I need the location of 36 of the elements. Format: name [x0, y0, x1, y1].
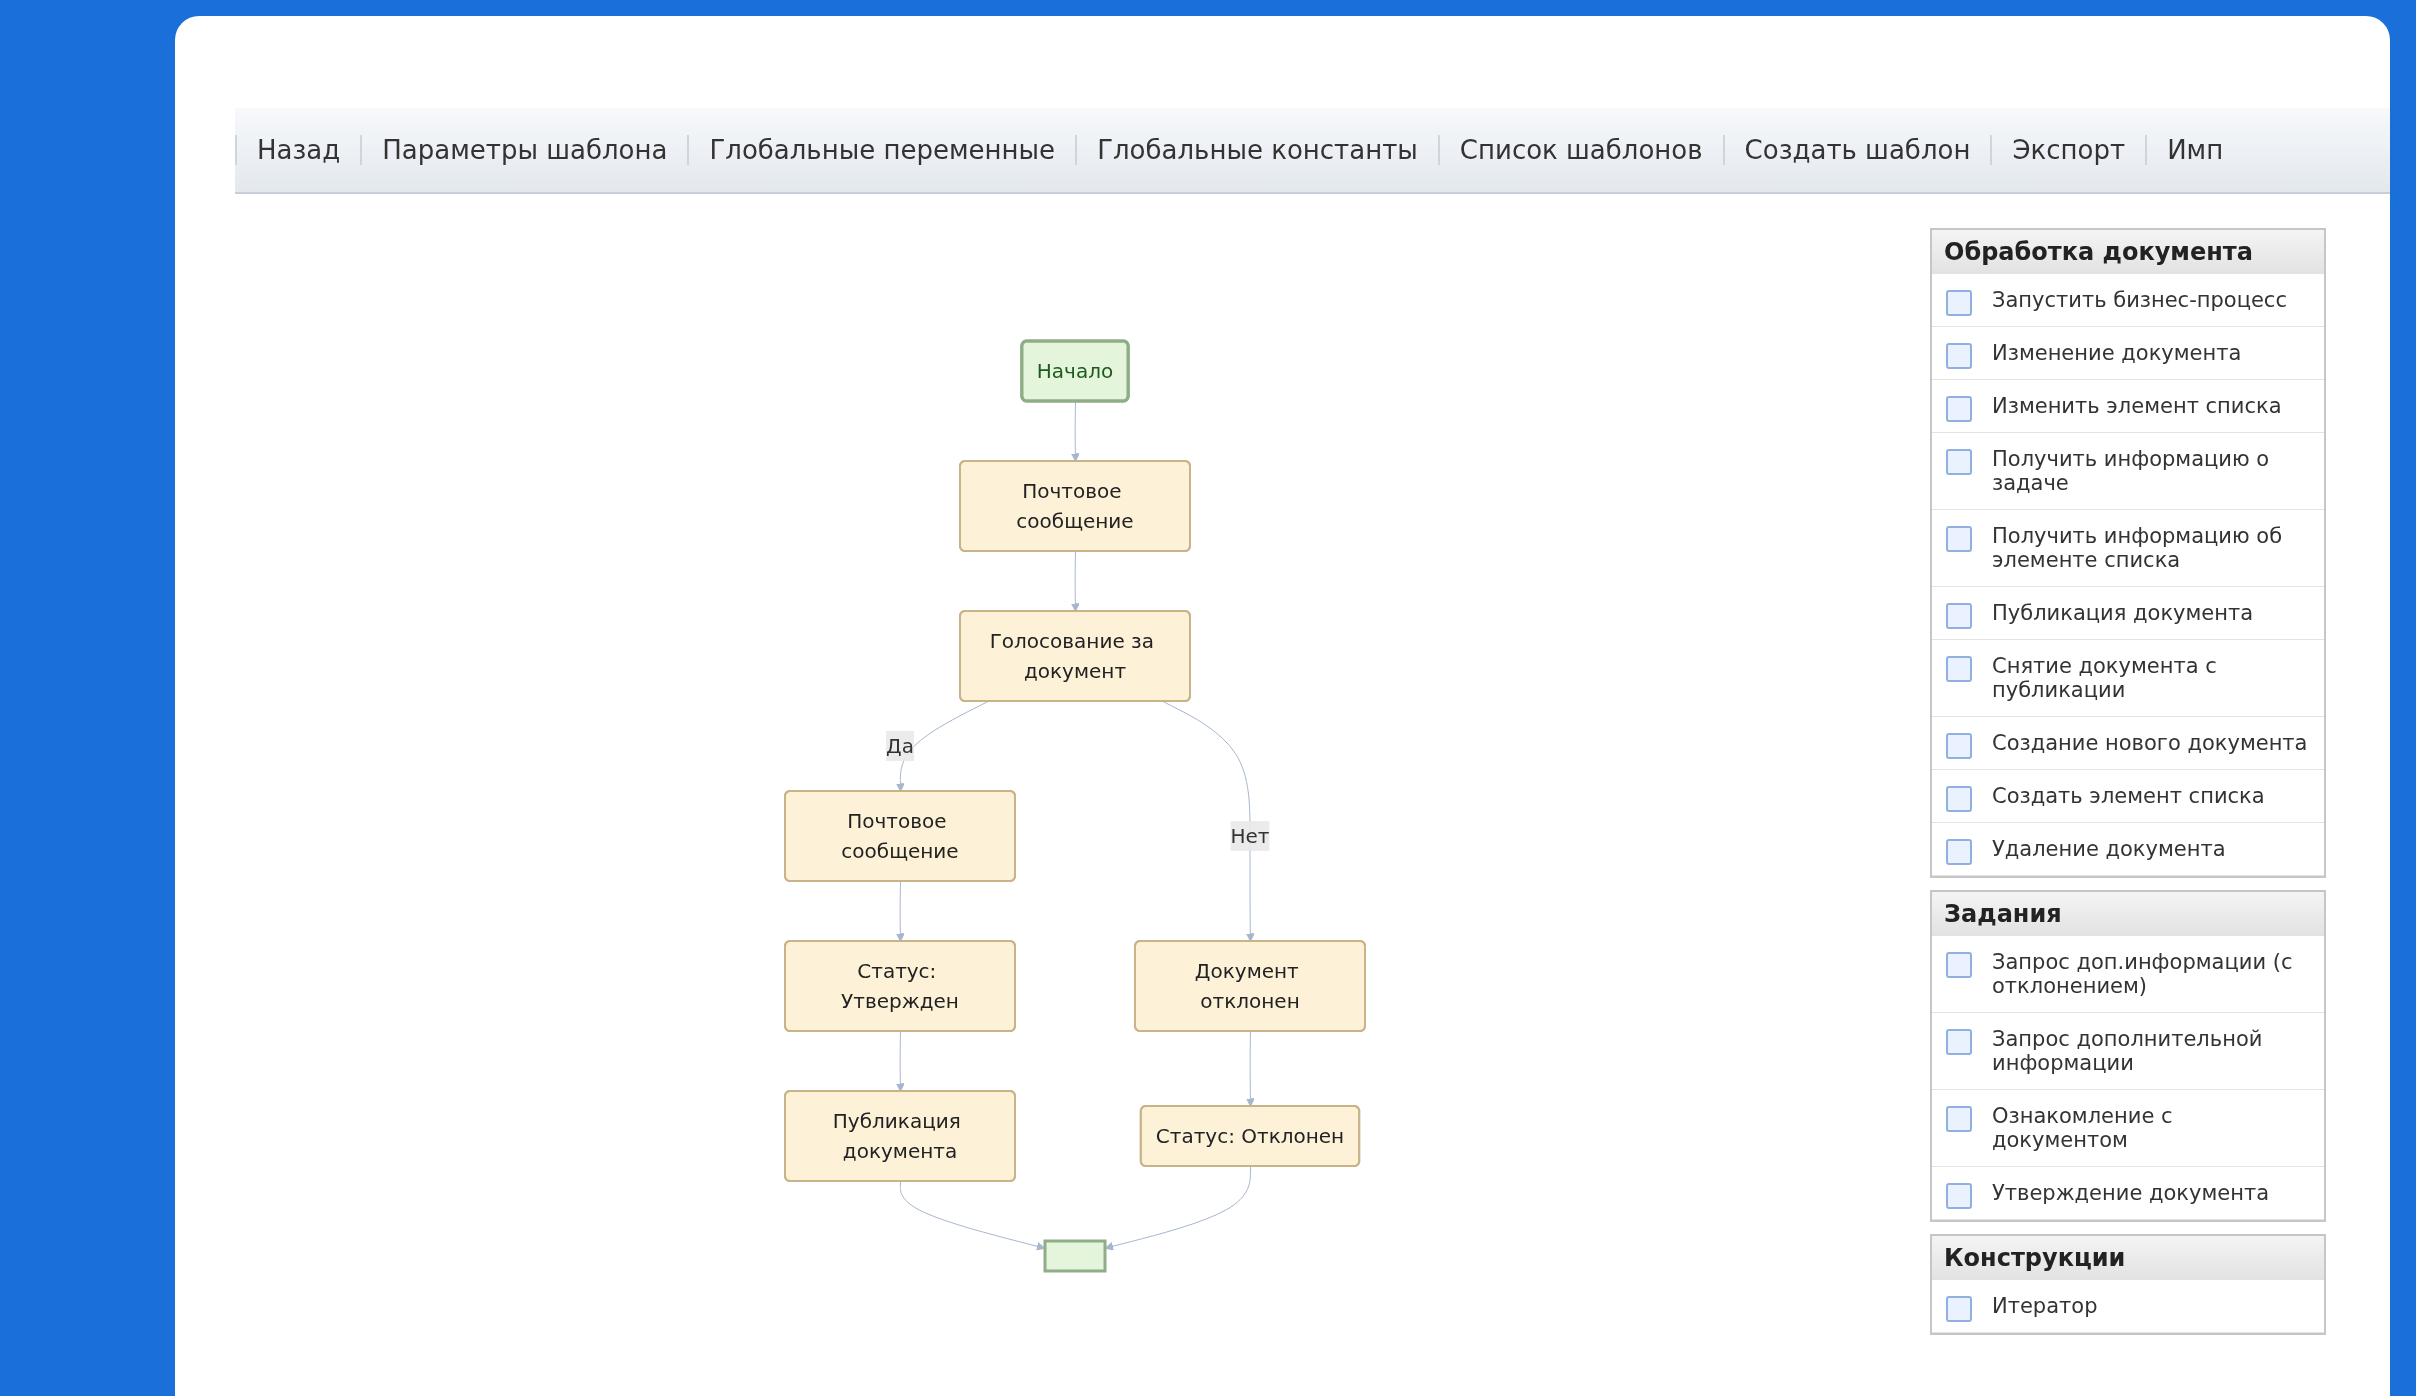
- palette-item-text: Публикация документа: [1992, 601, 2254, 625]
- toolbar-item: Экспорт: [1990, 135, 2146, 165]
- palette-item-text: Ознакомление с документом: [1992, 1104, 2173, 1152]
- palette-item-text: Итератор: [1992, 1294, 2098, 1318]
- node-box: [1043, 1239, 1107, 1273]
- arrow: [899, 1181, 1046, 1251]
- arrow: [1162, 701, 1255, 942]
- toolbar-item: Глобальные константы: [1075, 135, 1438, 165]
- palette-item-text: Получить информацию о задаче: [1992, 447, 2270, 495]
- toolbar-item: Назад: [235, 135, 361, 165]
- arrow: [1070, 551, 1080, 612]
- palette-item-text: Запустить бизнес-процесс: [1992, 288, 2287, 312]
- arrow: [895, 881, 905, 942]
- edge-label: Да: [886, 734, 914, 758]
- toolbar-item: Параметры шаблона: [360, 135, 688, 165]
- toolbar-item: Список шаблонов: [1437, 135, 1723, 165]
- palette-item-text: Создание нового документа: [1992, 731, 2308, 755]
- arrow: [1246, 1031, 1255, 1107]
- palette-item-text: Создать элемент списка: [1992, 784, 2265, 808]
- toolbar-item: Глобальные переменные: [687, 135, 1076, 165]
- palette-item-text: Снятие документа с публикации: [1992, 654, 2217, 702]
- toolbar-item: Создать шаблон: [1722, 135, 1991, 165]
- edge-label: Нет: [1230, 824, 1270, 848]
- palette-item-text: Получить информацию об элементе списка: [1992, 524, 2283, 572]
- toolbar-item: Имп: [2145, 135, 2244, 165]
- palette-item-text: Запрос доп.информации (с отклонением): [1992, 950, 2293, 998]
- palette-item-text: Запрос дополнительной информации: [1992, 1027, 2263, 1075]
- palette-item-text: Изменить элемент списка: [1992, 394, 2282, 418]
- section-heading: Обработка документа: [1932, 230, 2324, 274]
- palette-item-text: Изменение документа: [1992, 341, 2242, 365]
- palette-item-text: Утверждение документа: [1992, 1181, 2270, 1205]
- arrow: [1070, 401, 1080, 462]
- arrow: [895, 1031, 905, 1092]
- palette-item-text: Удаление документа: [1992, 837, 2226, 861]
- section-heading: Конструкции: [1932, 1236, 2324, 1280]
- section-heading: Задания: [1932, 892, 2324, 936]
